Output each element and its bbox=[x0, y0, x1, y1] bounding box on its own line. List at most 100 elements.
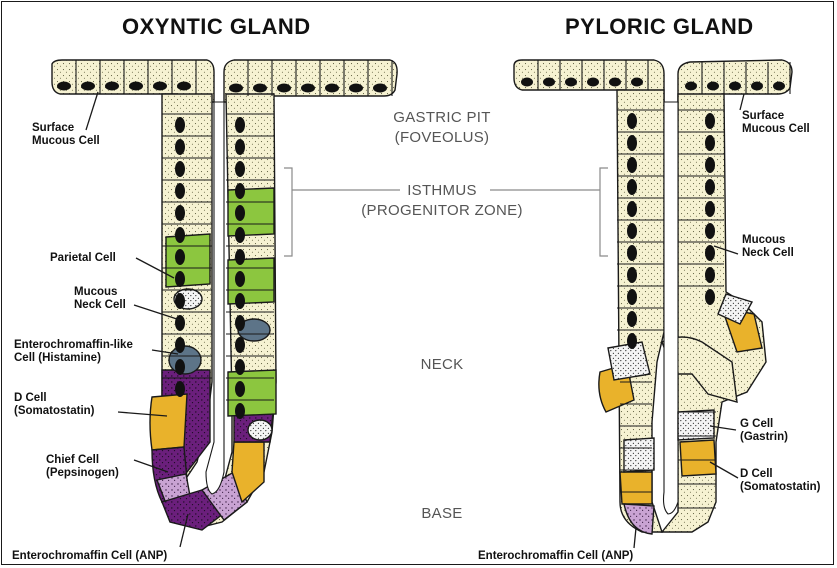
cell-nucleus bbox=[705, 179, 715, 195]
parietal-cell bbox=[228, 258, 274, 304]
cell-nucleus bbox=[235, 381, 245, 397]
cell-nucleus bbox=[175, 359, 185, 375]
pyloric-g-cell bbox=[624, 438, 654, 472]
pyloric-gland-title: PYLORIC GLAND bbox=[565, 14, 754, 40]
cell-nucleus bbox=[705, 201, 715, 217]
cell-nucleus bbox=[175, 381, 185, 397]
cell-nucleus bbox=[235, 359, 245, 375]
label-ecl-cell: Enterochromaffin-like Cell (Histamine) bbox=[14, 339, 133, 365]
cell-nucleus bbox=[235, 183, 245, 199]
cell-nucleus bbox=[627, 245, 637, 261]
cell-nucleus bbox=[729, 82, 741, 91]
label-oxy-mucous-neck-cell: Mucous Neck Cell bbox=[74, 286, 126, 312]
label-chief-line1: Chief Cell bbox=[46, 454, 119, 467]
label-pyl-mucous-neck-cell: Mucous Neck Cell bbox=[742, 234, 794, 260]
cell-nucleus bbox=[565, 78, 577, 87]
label-chief-cell: Chief Cell (Pepsinogen) bbox=[46, 454, 119, 480]
cell-nucleus bbox=[627, 157, 637, 173]
cell-nucleus bbox=[175, 161, 185, 177]
parietal-cell bbox=[228, 188, 274, 236]
pyloric-lumen bbox=[664, 102, 679, 514]
zone-gastric-pit-line1: GASTRIC PIT bbox=[382, 108, 502, 128]
cell-nucleus bbox=[175, 293, 185, 309]
label-pyl-surface-line2: Mucous Cell bbox=[742, 123, 810, 136]
cell-nucleus bbox=[105, 82, 119, 91]
cell-nucleus bbox=[235, 315, 245, 331]
cell-nucleus bbox=[705, 113, 715, 129]
enterochromaffin-like-cell bbox=[169, 346, 201, 374]
cell-nucleus bbox=[773, 82, 785, 91]
cell-nucleus bbox=[627, 267, 637, 283]
label-oxy-surface-mucous-cell: Surface Mucous Cell bbox=[32, 122, 100, 148]
cell-nucleus bbox=[235, 293, 245, 309]
label-g-cell-line1: G Cell bbox=[740, 418, 788, 431]
label-pyl-d-cell-line1: D Cell bbox=[740, 468, 821, 481]
label-oxy-d-cell-line1: D Cell bbox=[14, 392, 95, 405]
cell-nucleus bbox=[235, 249, 245, 265]
label-oxy-mucous-neck-line1: Mucous bbox=[74, 286, 126, 299]
cell-nucleus bbox=[177, 82, 191, 91]
cell-nucleus bbox=[627, 333, 637, 349]
cell-nucleus bbox=[627, 135, 637, 151]
zone-isthmus: ISTHMUS (PROGENITOR ZONE) bbox=[342, 181, 542, 221]
cell-nucleus bbox=[349, 84, 363, 93]
cell-nucleus bbox=[705, 267, 715, 283]
zone-base: BASE bbox=[402, 504, 482, 524]
cell-nucleus bbox=[325, 84, 339, 93]
zone-gastric-pit: GASTRIC PIT (FOVEOLUS) bbox=[382, 108, 502, 148]
cell-nucleus bbox=[705, 289, 715, 305]
cell-nucleus bbox=[175, 271, 185, 287]
zone-neck: NECK bbox=[402, 355, 482, 375]
cell-nucleus bbox=[627, 223, 637, 239]
cell-nucleus bbox=[175, 205, 185, 221]
cell-nucleus bbox=[175, 139, 185, 155]
cell-nucleus bbox=[627, 289, 637, 305]
isthmus-bracket-right bbox=[600, 168, 608, 256]
cell-nucleus bbox=[175, 117, 185, 133]
cell-nucleus bbox=[587, 78, 599, 87]
cell-nucleus bbox=[631, 78, 643, 87]
zone-isthmus-line1: ISTHMUS bbox=[342, 181, 542, 201]
cell-nucleus bbox=[543, 78, 555, 87]
cell-nucleus bbox=[705, 135, 715, 151]
pyloric-g-cell bbox=[608, 342, 650, 380]
cell-nucleus bbox=[627, 179, 637, 195]
label-oxy-enterochromaffin-cell: Enterochromaffin Cell (ANP) bbox=[12, 550, 167, 563]
cell-nucleus bbox=[373, 84, 387, 93]
cell-nucleus bbox=[175, 183, 185, 199]
cell-nucleus bbox=[235, 161, 245, 177]
parietal-cell bbox=[166, 234, 210, 287]
label-oxy-surface-line1: Surface bbox=[32, 122, 100, 135]
isthmus-bracket-left bbox=[284, 168, 292, 256]
label-oxy-d-cell-line2: (Somatostatin) bbox=[14, 405, 95, 418]
cell-nucleus bbox=[277, 84, 291, 93]
cell-nucleus bbox=[235, 117, 245, 133]
label-g-cell-line2: (Gastrin) bbox=[740, 431, 788, 444]
cell-nucleus bbox=[609, 78, 621, 87]
cell-nucleus bbox=[751, 82, 763, 91]
cell-nucleus bbox=[253, 84, 267, 93]
cell-nucleus bbox=[175, 249, 185, 265]
cell-nucleus bbox=[235, 227, 245, 243]
label-pyl-surface-line1: Surface bbox=[742, 110, 810, 123]
cell-nucleus bbox=[627, 311, 637, 327]
label-pyl-d-cell-line2: (Somatostatin) bbox=[740, 481, 821, 494]
cell-nucleus bbox=[705, 157, 715, 173]
cell-nucleus bbox=[627, 201, 637, 217]
cell-nucleus bbox=[627, 113, 637, 129]
cell-nucleus bbox=[705, 223, 715, 239]
label-oxy-mucous-neck-line2: Neck Cell bbox=[74, 299, 126, 312]
label-g-cell: G Cell (Gastrin) bbox=[740, 418, 788, 444]
oxyntic-gland-title: OXYNTIC GLAND bbox=[122, 14, 311, 40]
cell-nucleus bbox=[81, 82, 95, 91]
cell-nucleus bbox=[235, 139, 245, 155]
label-pyl-enterochromaffin-cell: Enterochromaffin Cell (ANP) bbox=[478, 550, 633, 563]
cell-nucleus bbox=[235, 271, 245, 287]
label-ecl-line1: Enterochromaffin-like bbox=[14, 339, 133, 352]
cell-nucleus bbox=[707, 82, 719, 91]
label-pyl-mucous-neck-line2: Neck Cell bbox=[742, 247, 794, 260]
cell-nucleus bbox=[235, 403, 245, 419]
